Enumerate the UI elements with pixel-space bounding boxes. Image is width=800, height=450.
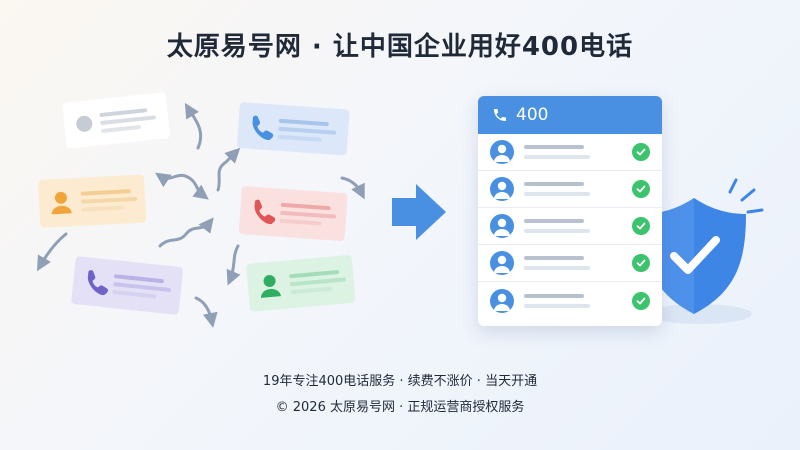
organized-call-panel: 400 <box>478 96 662 326</box>
page-title: 太原易号网 · 让中国企业用好400电话 <box>166 32 634 62</box>
check-icon <box>632 217 650 235</box>
check-icon <box>632 180 650 198</box>
call-list <box>478 134 662 319</box>
panel-number: 400 <box>516 105 549 125</box>
list-item <box>478 134 662 171</box>
chaotic-arrows <box>37 102 365 328</box>
user-avatar-icon <box>490 251 514 275</box>
contact-card-orange <box>38 174 147 228</box>
phone-icon <box>252 115 274 141</box>
contact-card-green <box>246 255 356 312</box>
user-icon <box>263 275 276 288</box>
check-icon <box>632 291 650 310</box>
footer-copyright: © 2026 太原易号网 · 正规运营商授权服务 <box>275 400 525 415</box>
phone-icon <box>254 199 276 225</box>
user-avatar-icon <box>490 140 514 164</box>
user-icon <box>54 191 67 204</box>
list-item <box>478 171 662 208</box>
contact-card-purple <box>71 256 184 315</box>
check-icon <box>632 254 650 272</box>
list-item <box>478 245 662 282</box>
footer-slogan: 19年专注400电话服务 · 续费不涨价 · 当天开通 <box>262 374 538 389</box>
contact-card-red <box>238 186 348 242</box>
user-avatar-icon <box>490 177 514 201</box>
phone-icon <box>87 270 109 296</box>
user-avatar-icon <box>490 214 514 238</box>
contact-card-gray <box>62 92 170 149</box>
phone-icon <box>494 109 506 121</box>
shield-check-icon <box>642 178 764 324</box>
check-icon <box>632 143 650 161</box>
list-item <box>478 282 662 319</box>
list-item <box>478 208 662 245</box>
arrow-right-icon <box>392 184 446 240</box>
contact-card-blue <box>237 102 350 156</box>
panel-header: 400 <box>478 96 662 134</box>
user-avatar-icon <box>490 288 514 313</box>
